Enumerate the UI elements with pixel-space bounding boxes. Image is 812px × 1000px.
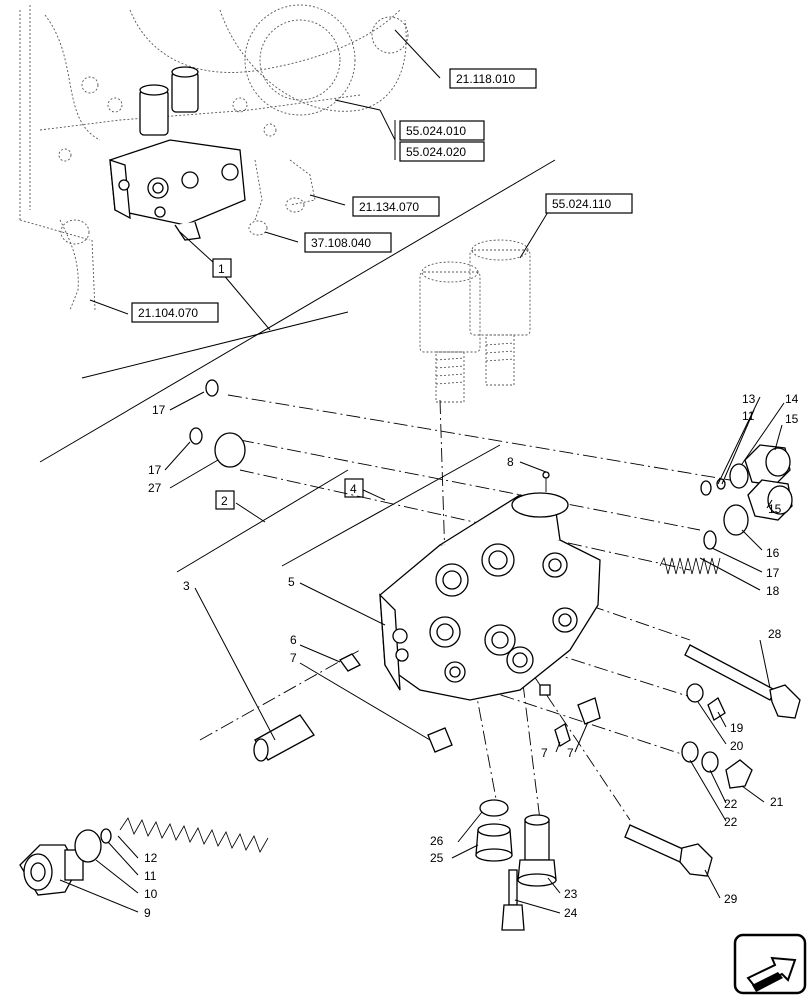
part-number-3: 3 (183, 579, 190, 593)
svg-text:21.118.010: 21.118.010 (456, 72, 515, 86)
reference-21-104-070[interactable]: 21.104.070 (89, 299, 219, 323)
o-ring-10 (74, 829, 102, 863)
plug-7-right (577, 697, 601, 725)
part-number-labels: 17 17 27 3 5 6 7 8 13 11 14 15 15 16 17 … (144, 392, 799, 920)
o-ring-17-top (205, 379, 219, 397)
washer-22-b (701, 751, 719, 773)
washer-20 (686, 683, 704, 703)
part-number-19: 19 (730, 721, 744, 735)
plug-15-top (744, 444, 791, 486)
svg-text:21.104.070: 21.104.070 (138, 306, 198, 320)
next-page-arrow-icon[interactable] (733, 933, 807, 995)
svg-text:37.108.040: 37.108.040 (311, 236, 371, 250)
ball-8 (542, 471, 550, 479)
washer-22-a (681, 741, 699, 763)
part-number-22: 22 (724, 797, 738, 811)
svg-text:55.024.020: 55.024.020 (406, 145, 466, 159)
part-number-12: 12 (144, 851, 158, 865)
part-number-23: 23 (564, 887, 578, 901)
part-number-29: 29 (724, 892, 738, 906)
part-number-18: 18 (766, 584, 780, 598)
pin-24 (501, 869, 525, 931)
o-ring-26 (479, 799, 509, 817)
part-number-14: 14 (785, 392, 799, 406)
svg-text:1: 1 (218, 262, 225, 276)
plug-6 (339, 653, 361, 672)
plug-15-bottom (747, 479, 793, 521)
o-ring-17-right (703, 530, 717, 550)
part-number-5: 5 (288, 575, 295, 589)
part-number-27: 27 (148, 481, 162, 495)
callout-box-4: 4 (281, 444, 501, 567)
bolt-29 (624, 824, 713, 877)
svg-text:55.024.010: 55.024.010 (406, 124, 466, 138)
part-number-24: 24 (564, 906, 578, 920)
reference-21-118-010[interactable]: 21.118.010 (394, 29, 537, 89)
spring-12 (119, 817, 269, 853)
svg-text:2: 2 (221, 494, 228, 508)
part-number-7: 7 (290, 651, 297, 665)
housing-ghost-drawing (19, 4, 409, 311)
part-number-11: 11 (742, 409, 755, 423)
leader-lines (59, 391, 785, 914)
washer-16 (723, 504, 749, 536)
bolt-28 (684, 644, 801, 719)
o-ring-14 (729, 463, 749, 489)
reference-21-134-070[interactable]: 21.134.070 (309, 194, 440, 217)
part-number-22: 22 (724, 815, 738, 829)
plug-19 (707, 697, 726, 721)
part-number-26: 26 (430, 834, 444, 848)
part-number-13: 13 (742, 392, 756, 406)
callout-box-2: 2 (176, 469, 349, 573)
part-number-20: 20 (730, 739, 744, 753)
plug-9 (19, 844, 84, 896)
part-number-9: 9 (144, 906, 151, 920)
plug-25 (475, 823, 513, 862)
sleeve-3-end (253, 738, 269, 762)
part-number-16: 16 (766, 546, 780, 560)
part-number-17: 17 (148, 463, 162, 477)
svg-text:4: 4 (350, 482, 357, 496)
part-number-17: 17 (152, 403, 166, 417)
svg-text:21.134.070: 21.134.070 (359, 200, 419, 214)
svg-text:55.024.110: 55.024.110 (552, 197, 611, 211)
part-number-8: 8 (507, 455, 514, 469)
reference-55-024-020[interactable]: 55.024.020 (399, 141, 485, 162)
valve-body (379, 492, 601, 701)
part-number-21: 21 (770, 795, 784, 809)
part-number-11: 11 (144, 869, 157, 883)
part-number-28: 28 (768, 627, 782, 641)
part-number-25: 25 (430, 851, 444, 865)
solenoid-ghost-pair (419, 239, 531, 403)
o-ring-17-mid (189, 427, 203, 445)
reference-55-024-010[interactable]: 55.024.010 (334, 99, 485, 160)
inset-divider-line (39, 159, 556, 463)
part-number-7: 7 (567, 746, 574, 760)
washer-11-left (100, 828, 112, 844)
o-ring-27 (214, 432, 246, 468)
part-number-6: 6 (290, 633, 297, 647)
callout-box-1: 1 (179, 231, 271, 331)
reference-55-024-110[interactable]: 55.024.110 (519, 193, 633, 259)
part-number-15: 15 (768, 502, 782, 516)
o-ring-13 (700, 480, 712, 496)
spring-18 (659, 556, 721, 575)
reference-37-108-040[interactable]: 37.108.040 (264, 231, 392, 253)
inset-valve-assembly (109, 66, 246, 241)
part-number-7: 7 (541, 746, 548, 760)
plug-21 (725, 759, 753, 789)
part-number-10: 10 (144, 887, 158, 901)
part-number-17: 17 (766, 566, 780, 580)
part-number-15: 15 (785, 412, 799, 426)
cartridge-23 (517, 814, 557, 887)
inset-frame-line (81, 311, 349, 379)
plug-7-left (427, 727, 453, 753)
plug-7-mid (554, 723, 571, 747)
